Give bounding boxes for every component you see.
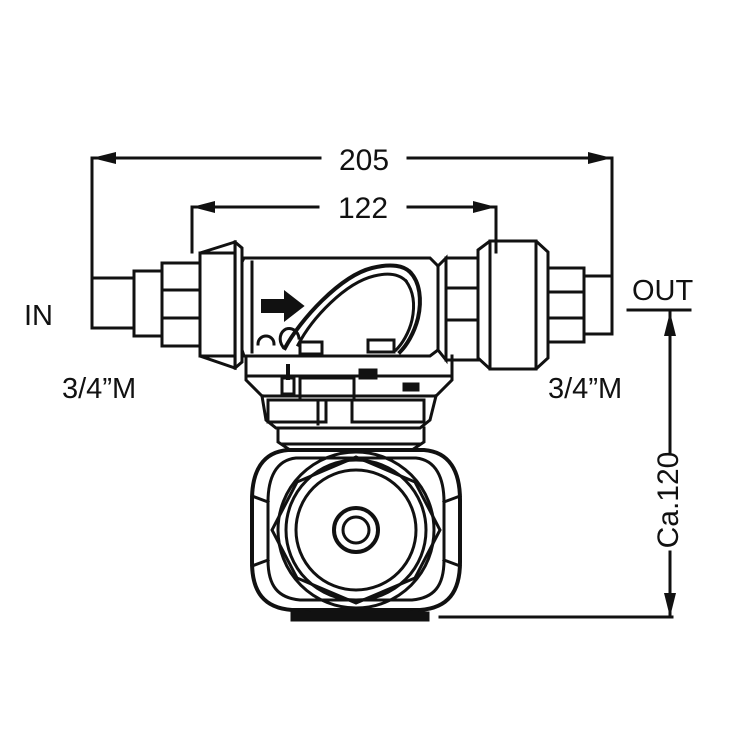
left-nipple-collar [132,269,164,338]
actuator-neck [276,426,426,452]
right-thread-block-inner [444,256,480,362]
collar-lower-outline [260,394,438,430]
body-boss-left [256,334,276,346]
motor-base [290,608,430,622]
motor-housing [250,448,462,612]
dimension-label-height: Ca.120 [652,452,685,549]
flap-curve-inner [295,272,409,348]
ring-hub-outer [332,506,380,554]
ring-outer [276,450,436,610]
collar-slot-left [266,398,328,424]
right-hex-outline [476,239,550,371]
dimension-205 [90,152,614,280]
flap-curve-outer [282,263,413,351]
ring-3 [294,468,418,592]
dimension-label-122: 122 [338,192,388,225]
arrowhead-top-height [664,312,676,336]
right-thread-segments [546,266,586,344]
arrowhead-right-205 [588,152,612,164]
label-thread-right: 3/4”M [548,373,622,405]
right-union-shoulder [435,254,480,365]
dimension-122 [190,201,498,254]
left-threaded-nipple [90,269,164,338]
motor-housing-outline [250,448,462,612]
right-union-hex-nut [476,239,550,371]
right-pipe-end [582,274,614,336]
base-plate [290,611,430,622]
collar-detail-features [266,364,426,426]
left-hex-flats [198,251,237,358]
left-union-hex-nut [198,239,237,371]
flow-arrow-glyph [261,289,305,323]
arrowhead-right-122 [473,201,496,213]
ring-octagon [270,455,442,605]
body-inner-rib [366,338,396,354]
arrowhead-bottom-height [664,593,676,617]
collar-screw-far-right [402,382,420,392]
arrowhead-left-122 [192,201,215,213]
dimension-label-205: 205 [339,144,389,177]
ring-2 [284,458,428,602]
ring-hub-inner [341,515,371,545]
collar-screw-right [358,368,378,380]
motor-face-rings [270,450,442,610]
flap-right-curve-inner [393,278,416,353]
internal-flap-assembly [256,263,422,356]
dimension-height [438,308,676,619]
flap-pivot [278,327,301,350]
motor-housing-inner-outline [266,456,446,602]
housing-corner-lines-upper [250,494,462,504]
flap-seat-block [298,340,324,356]
neck-outline [276,426,426,452]
housing-corner-lines [250,558,462,568]
left-hex-chamfer [198,239,237,371]
actuator-collar [244,354,454,430]
arrowhead-left-205 [92,152,116,164]
flow-direction-arrow [261,289,305,323]
label-thread-left: 3/4”M [62,373,136,405]
right-threaded-nipple [546,266,614,344]
collar-tab-left [280,376,296,396]
collar-slot-right [350,398,426,424]
label-outlet: OUT [632,275,694,307]
label-inlet: IN [24,300,53,332]
flap-right-curve [397,269,422,355]
left-pipe-end [90,276,136,330]
left-thread-block [160,261,202,348]
left-thread-segments [160,261,202,348]
